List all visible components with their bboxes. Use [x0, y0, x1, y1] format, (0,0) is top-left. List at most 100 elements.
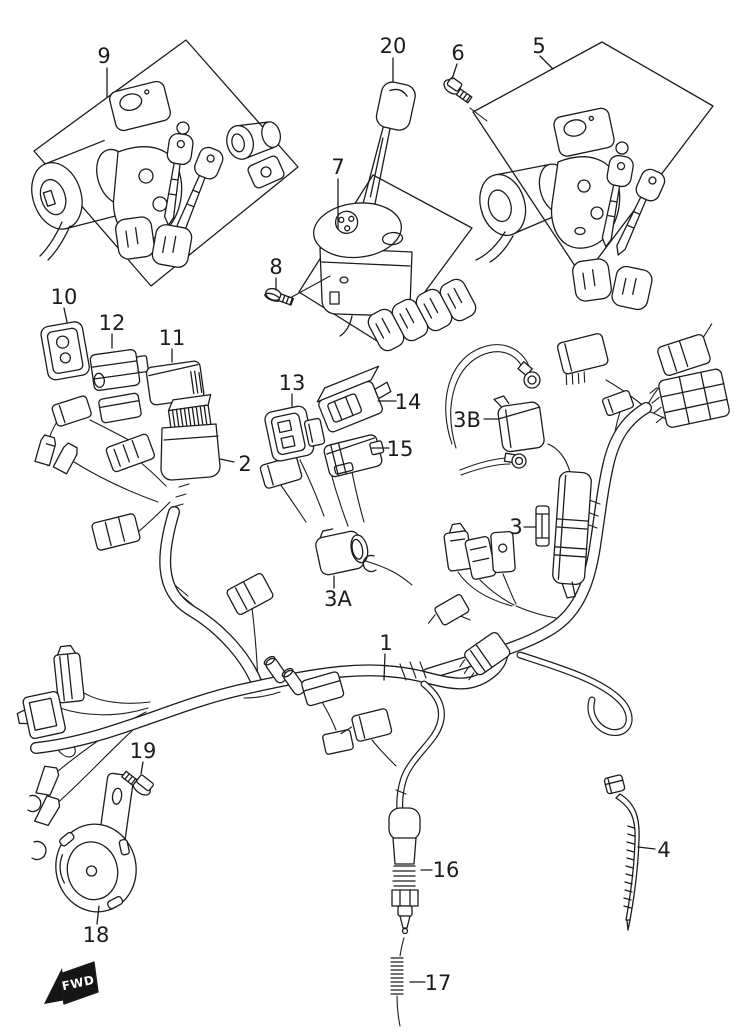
key-cover — [367, 308, 405, 352]
part-number-11: 11 — [159, 326, 186, 350]
connector-small — [601, 389, 635, 417]
part-number-9: 9 — [97, 44, 110, 68]
part-16-spark-plug-cap: 16 — [388, 807, 460, 935]
connector-on-trunk — [301, 671, 345, 707]
part-number-8: 8 — [269, 255, 282, 279]
callout-3: 3 — [509, 515, 536, 539]
callout-18: 18 — [83, 905, 110, 947]
callout-5: 5 — [532, 34, 554, 70]
part-number-12: 12 — [99, 311, 126, 335]
callout-2: 2 — [219, 452, 252, 476]
part-number-1: 1 — [379, 631, 392, 655]
callout-6: 6 — [451, 41, 465, 80]
callout-14: 14 — [377, 390, 422, 414]
spade-terminal — [34, 795, 61, 827]
part-2-main-connector: 2 — [160, 393, 252, 481]
connector-small — [322, 729, 354, 755]
key — [601, 154, 634, 248]
callout-12: 12 — [99, 311, 126, 349]
fwd-direction-marker: FWD — [44, 961, 99, 1005]
fwd-label: FWD — [61, 973, 96, 994]
callout-9: 9 — [97, 44, 111, 98]
part-14-fuse-box: 14 — [316, 365, 422, 433]
spade-terminal — [35, 765, 60, 796]
key — [163, 133, 194, 226]
connector-box — [16, 690, 66, 739]
part-number-17: 17 — [425, 971, 452, 995]
connector-small — [105, 433, 155, 473]
key-cover — [115, 216, 155, 260]
callout-11: 11 — [159, 326, 186, 363]
part-19-bolt: 19 — [121, 739, 157, 796]
bullet-terminal — [263, 655, 288, 684]
key — [176, 146, 224, 235]
part-number-3b: 3B — [453, 408, 481, 432]
callout-7: 7 — [331, 155, 345, 229]
connector-small — [226, 573, 274, 615]
part-9-lock-set: 9 — [31, 39, 299, 287]
callout-20: 20 — [380, 34, 406, 83]
part-number-3a: 3A — [324, 587, 352, 611]
part-number-3: 3 — [509, 515, 522, 539]
part-number-7: 7 — [331, 155, 344, 179]
part-6-bolt: 6 — [443, 41, 488, 122]
callout-17: 17 — [409, 971, 452, 995]
part-5-lock-set: 5 — [472, 34, 714, 311]
spade-terminal — [52, 442, 78, 475]
callout-8: 8 — [269, 255, 283, 291]
part-20-blank-key: 20 — [361, 34, 416, 223]
part-number-6: 6 — [451, 41, 464, 65]
part-number-2: 2 — [238, 452, 251, 476]
spade-terminal — [34, 434, 57, 467]
ring-terminal — [517, 361, 541, 389]
main-wiring-harness: 1 — [16, 323, 730, 861]
part-number-18: 18 — [83, 923, 110, 947]
part-13-relay-assy: 13 — [264, 371, 326, 462]
part-4-cable-tie: 4 — [603, 774, 671, 931]
part-11-relay: 11 — [145, 326, 205, 406]
callout-3a: 3A — [324, 575, 352, 611]
connector-small — [490, 530, 516, 574]
key-cover — [572, 258, 612, 302]
callout-19: 19 — [130, 739, 157, 775]
key-ring — [176, 121, 190, 135]
callout-3b: 3B — [453, 408, 499, 432]
part-7-ignition-switch: 7 — [298, 155, 477, 352]
bullet-terminal — [281, 667, 306, 696]
connector-box — [556, 333, 609, 386]
key — [616, 168, 666, 256]
part-number-4: 4 — [657, 838, 670, 862]
wire-clamp — [362, 554, 377, 573]
part-number-19: 19 — [130, 739, 157, 763]
part-number-14: 14 — [395, 390, 422, 414]
connector-small — [51, 395, 92, 427]
callout-10: 10 — [51, 285, 78, 323]
part-15-connector: 15 — [323, 434, 414, 478]
connector-small — [98, 392, 142, 424]
callout-1: 1 — [379, 631, 393, 681]
part-number-13: 13 — [279, 371, 306, 395]
part-18-horn: 18 — [55, 823, 137, 947]
connector-6pin — [91, 513, 141, 551]
part-10-relay-assy: 10 — [40, 285, 90, 381]
key-cover — [611, 265, 653, 311]
fuse-holder-case — [552, 470, 592, 599]
connector-small — [427, 594, 470, 626]
connector-box — [657, 323, 713, 377]
part-3-fuse: 3 — [509, 505, 550, 547]
part-12-relay: 12 — [89, 311, 149, 392]
connector-tall — [53, 644, 85, 704]
callout-16: 16 — [420, 858, 460, 882]
part-3b-terminal-cap: 3B — [453, 395, 545, 453]
part-number-16: 16 — [433, 858, 460, 882]
callout-4: 4 — [637, 838, 671, 862]
part-number-15: 15 — [387, 437, 414, 461]
part-9-boundary-box — [33, 39, 299, 287]
key-cover — [151, 224, 193, 268]
wire-clips — [27, 794, 47, 861]
part-number-10: 10 — [51, 285, 78, 309]
part-17-spring: 17 — [390, 937, 452, 1027]
part-8-screw: 8 — [264, 255, 331, 306]
callout-15: 15 — [371, 437, 414, 461]
